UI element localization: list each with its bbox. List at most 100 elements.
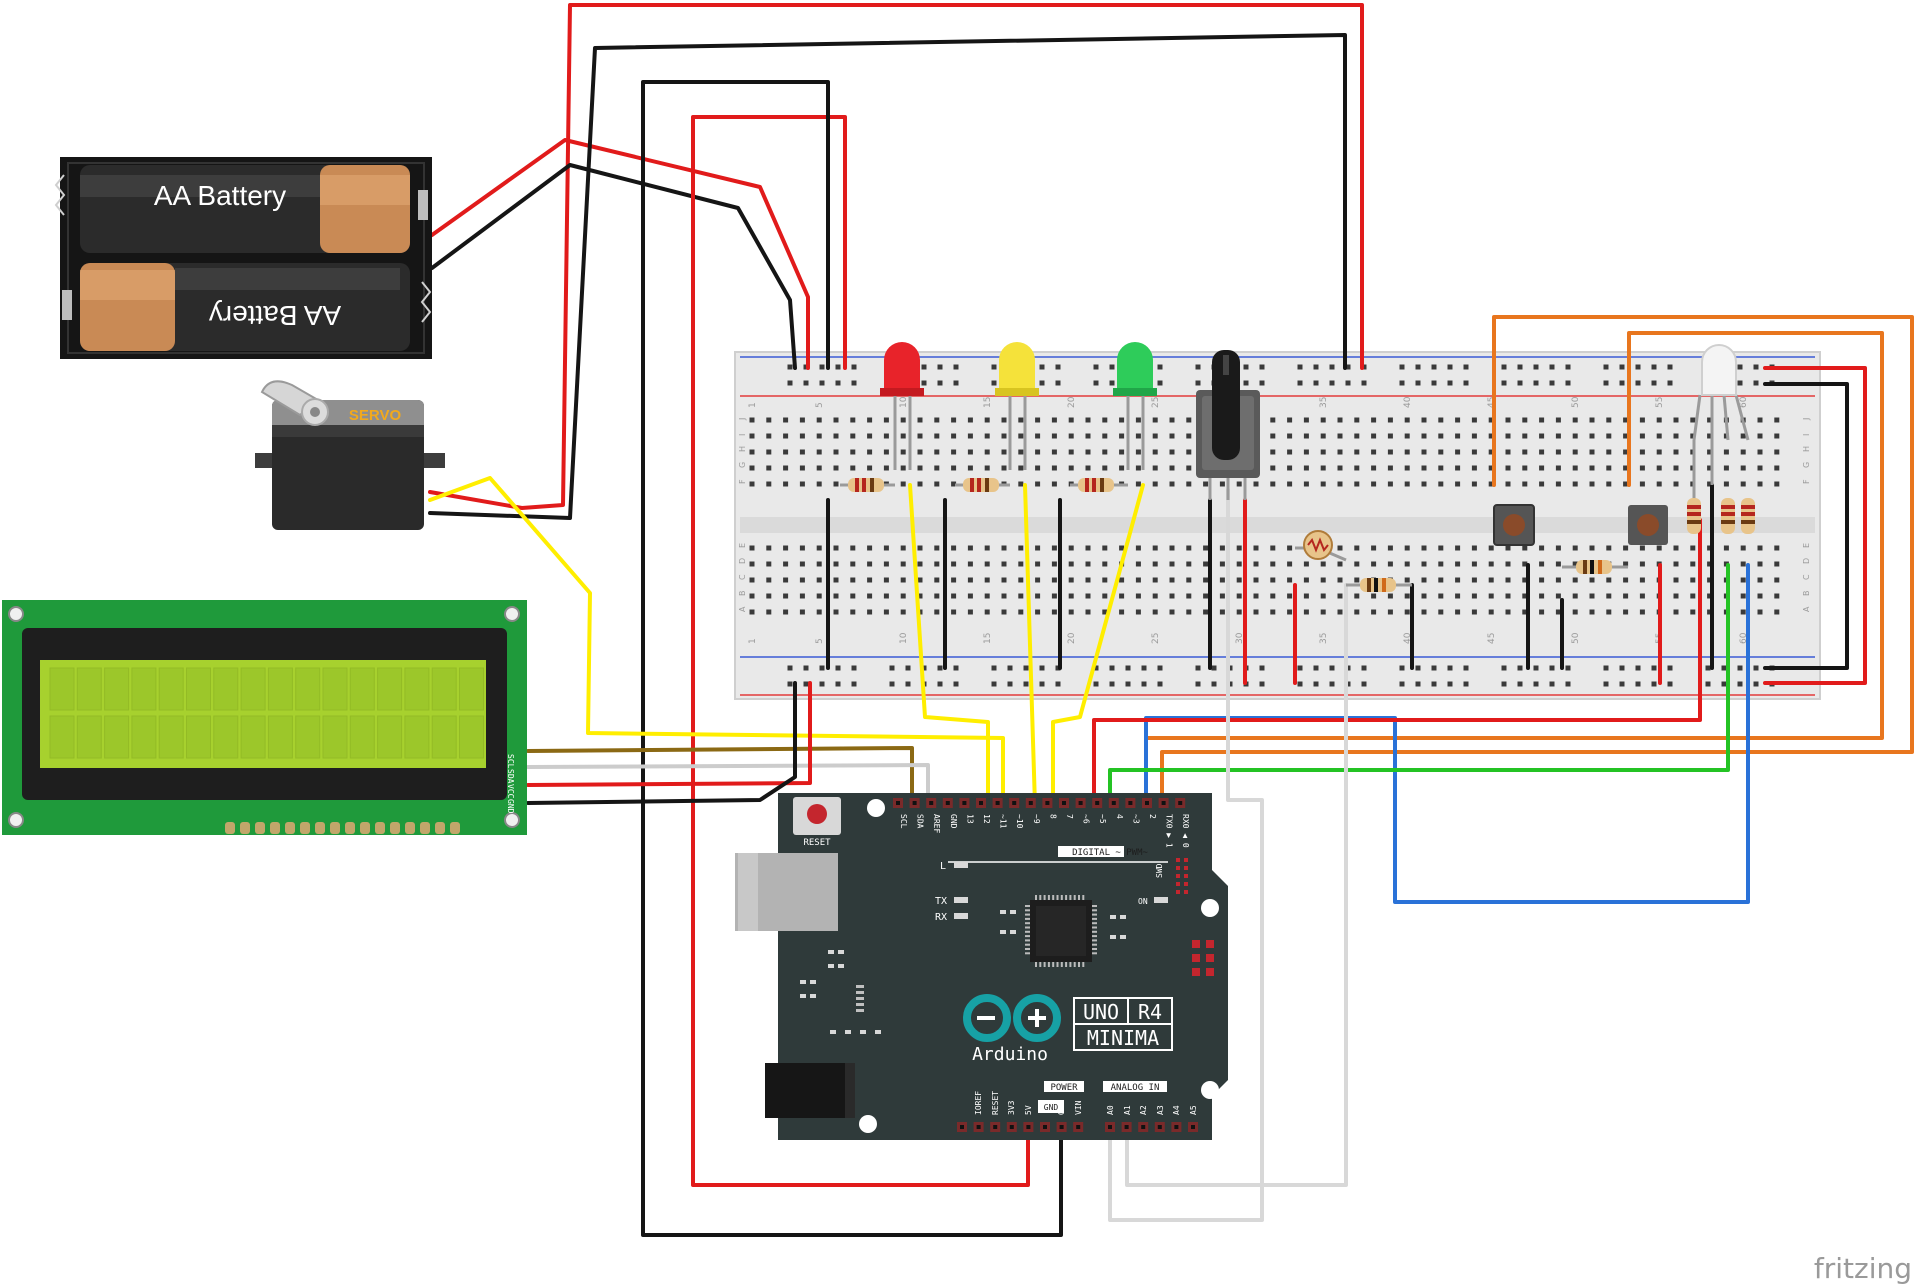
breadboard-hole [1152,465,1158,471]
breadboard-hole [749,561,755,567]
breadboard-hole [1488,449,1494,455]
rail-hole [1329,380,1335,386]
wires [428,3,1914,1237]
lcd-pin [225,822,235,834]
breadboard-hole [967,561,973,567]
breadboard-hole [1471,449,1477,455]
rail-hole [1329,665,1335,671]
breadboard-hole [783,561,789,567]
breadboard-hole [1371,561,1377,567]
breadboard-hole [917,449,923,455]
rail-hole [1211,681,1217,687]
rail-hole [1737,681,1743,687]
breadboard-hole [1757,433,1763,439]
mcu-pin [1025,905,1030,907]
breadboard-hole [951,561,957,567]
icsp-pin [1192,968,1200,976]
breadboard-hole [1589,577,1595,583]
lcd-pin-gnd: GND [506,799,515,814]
power-pin-label: 5V [1024,1105,1033,1115]
swd-pin [1184,858,1188,862]
icsp-pins [1192,940,1214,976]
rail-hole [1345,380,1351,386]
smd-part [828,950,834,954]
breadboard-hole [1404,561,1410,567]
breadboard-hole [833,433,839,439]
rail-hole [1501,681,1507,687]
breadboard-hole [1068,417,1074,423]
breadboard-hole [1186,561,1192,567]
breadboard-hole [1152,609,1158,615]
breadboard-hole [766,417,772,423]
breadboard-hole [1471,545,1477,551]
rail-hole [1297,364,1303,370]
rail-hole [1517,681,1523,687]
breadboard-hole [1035,593,1041,599]
breadboard-hole [783,481,789,487]
rail-hole [1329,681,1335,687]
breadboard-hole [1690,433,1696,439]
rail-hole [1259,380,1265,386]
breadboard-hole [783,593,789,599]
rail-hole [1195,364,1201,370]
breadboard-hole [1068,577,1074,583]
breadboard-hole [833,545,839,551]
breadboard-hole [934,545,940,551]
header-pin-hole [1161,801,1166,805]
lcd-pin [405,822,415,834]
digital-pin-label: 12 [982,814,991,824]
smd-part [1110,935,1116,939]
breadboard-hole [1471,465,1477,471]
breadboard-hole [1219,561,1225,567]
breadboard-hole [1774,545,1780,551]
breadboard-hole [1455,449,1461,455]
column-number: 10 [899,396,909,408]
row-letter: F [738,479,747,484]
lcd-pin-sda: SDA [506,769,515,784]
rail-hole [1361,380,1367,386]
breadboard-hole [900,465,906,471]
breadboard-hole [1421,577,1427,583]
breadboard-hole [1488,433,1494,439]
breadboard-hole [1539,449,1545,455]
rail-hole [1517,364,1523,370]
breadboard-hole [1253,609,1259,615]
rail-hole [1415,681,1421,687]
lcd-pin [450,822,460,834]
breadboard-hole [1673,593,1679,599]
digital-pin-label: 2 [1148,814,1157,819]
5v-red-wire [691,115,1030,1187]
breadboard-hole [1085,449,1091,455]
breadboard-hole [1253,593,1259,599]
smd-part [810,994,816,998]
breadboard-hole [1186,481,1192,487]
power-pin-label: A0 [1106,1105,1115,1115]
breadboard-hole [984,433,990,439]
rail-hole [1329,364,1335,370]
mcu-pin [1043,895,1046,900]
breadboard-hole [1119,433,1125,439]
breadboard-hole [1690,561,1696,567]
breadboard-hole [951,417,957,423]
breadboard-hole [967,417,973,423]
rail-hole [1603,681,1609,687]
breadboard-hole [1774,609,1780,615]
breadboard-hole [1690,545,1696,551]
breadboard-hole [1169,465,1175,471]
breadboard-hole [1320,449,1326,455]
smd-part [1000,910,1006,914]
breadboard-hole [1656,481,1662,487]
mcu-pin [1092,909,1097,912]
rail-hole [1549,681,1555,687]
breadboard-hole [1421,609,1427,615]
header-pin-hole [993,1125,998,1129]
breadboard-hole [883,465,889,471]
swd-pin [1184,882,1188,886]
rail-hole [1313,380,1319,386]
rail-hole [1549,380,1555,386]
breadboard-hole [1623,465,1629,471]
breadboard-hole [1320,465,1326,471]
rail-hole [1533,364,1539,370]
breadboard-hole [816,417,822,423]
